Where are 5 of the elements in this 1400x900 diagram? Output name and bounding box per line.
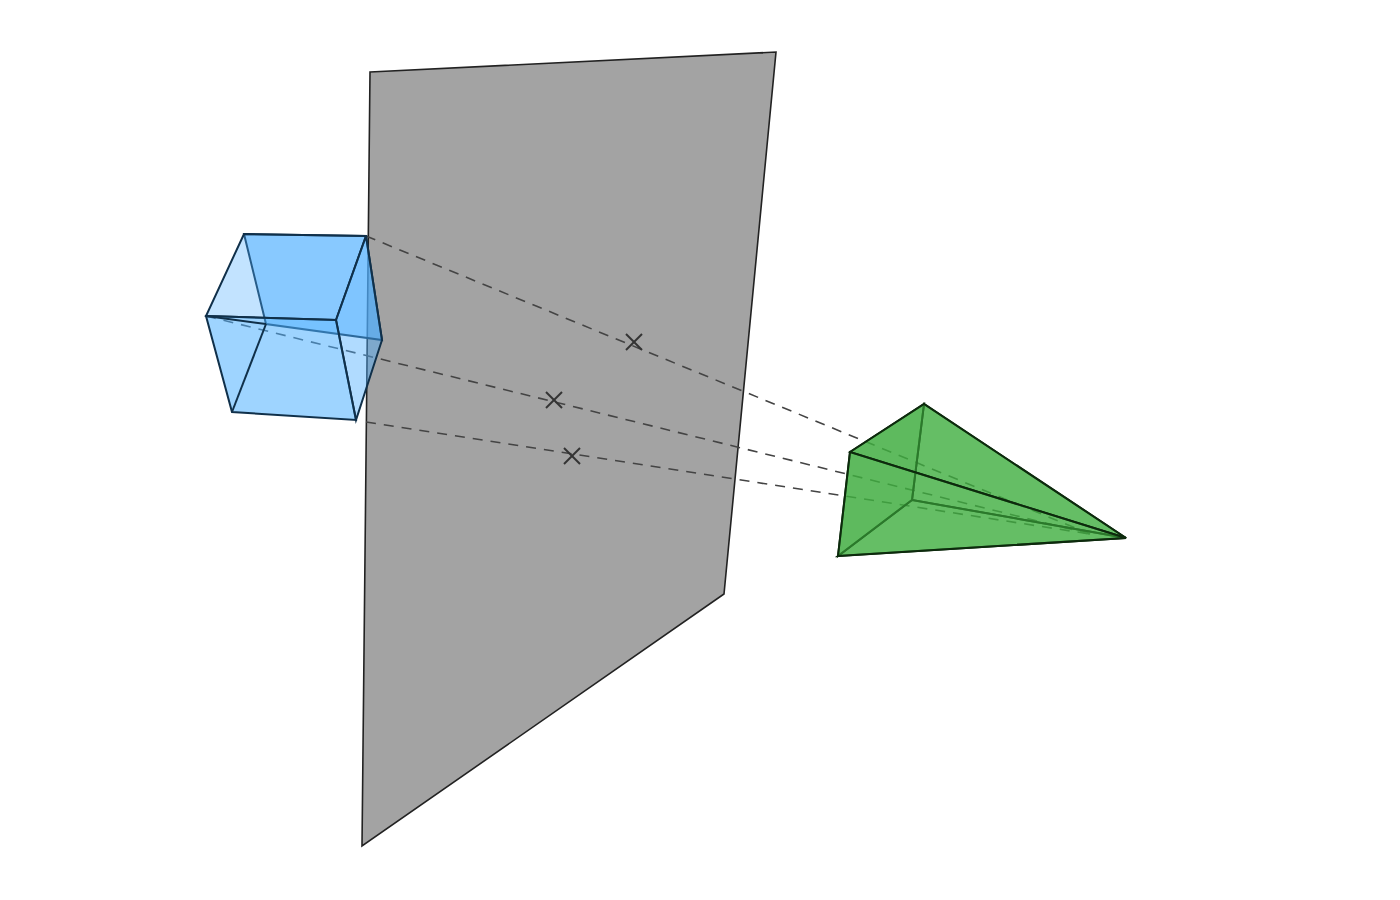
cube-drawing bbox=[204, 232, 384, 424]
pyramid-drawing bbox=[834, 402, 1127, 559]
projection-line bbox=[365, 421, 1091, 535]
projection-line bbox=[205, 315, 1091, 535]
projection-line bbox=[365, 235, 1091, 535]
